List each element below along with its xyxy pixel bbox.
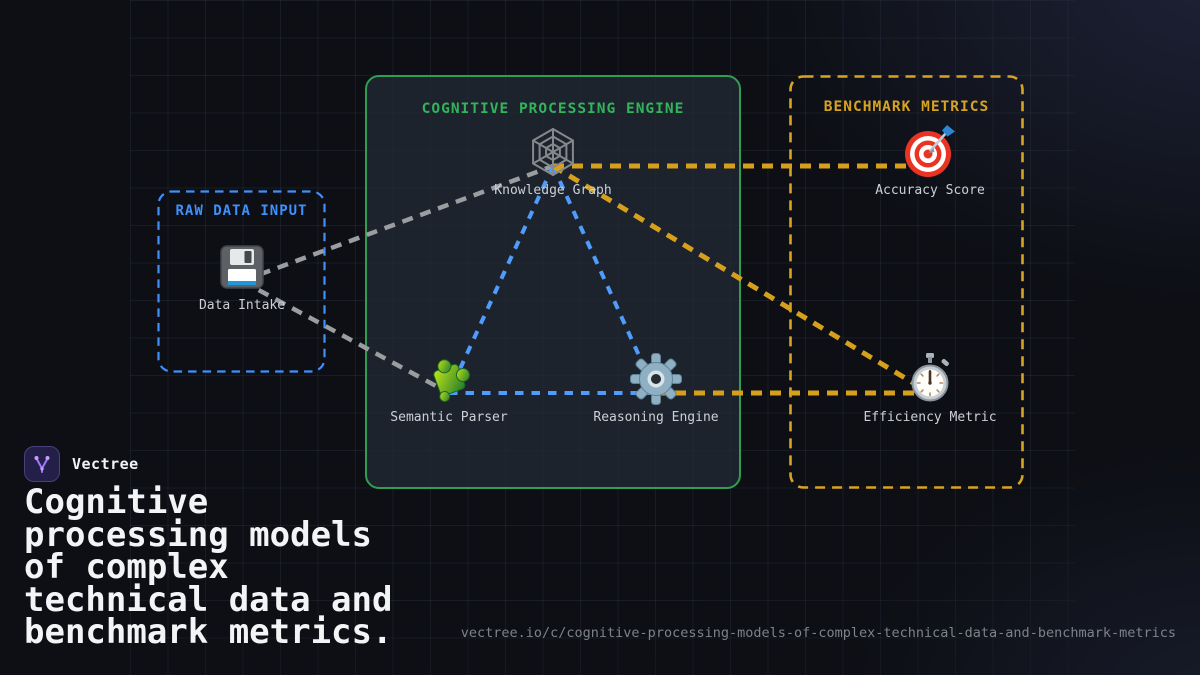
brand-row: Vectree <box>24 446 139 482</box>
vectree-branch-icon <box>34 456 50 473</box>
edge-data-intake-to-semantic-parser <box>240 279 451 395</box>
group-title-cognitive-processing-engine: COGNITIVE PROCESSING ENGINE <box>421 101 685 117</box>
brand-name: Vectree <box>72 455 139 473</box>
dashed-border <box>789 75 1024 489</box>
edge-knowledge-graph-to-efficiency-metric <box>551 163 932 396</box>
card-title: Cognitive processing models of complex t… <box>24 482 393 653</box>
card-url: vectree.io/c/cognitive-processing-models… <box>460 625 1176 641</box>
edge-knowledge-graph-to-reasoning-engine <box>551 165 658 394</box>
vectree-logo <box>24 446 60 482</box>
group-title-benchmark-metrics: BENCHMARK METRICS <box>823 99 990 115</box>
edge-data-intake-to-knowledge-graph <box>241 163 554 284</box>
group-raw-data-input: RAW DATA INPUT <box>157 190 326 373</box>
dashed-border <box>157 190 326 373</box>
group-title-raw-data-input: RAW DATA INPUT <box>175 203 308 219</box>
group-benchmark-metrics: BENCHMARK METRICS <box>789 75 1024 489</box>
